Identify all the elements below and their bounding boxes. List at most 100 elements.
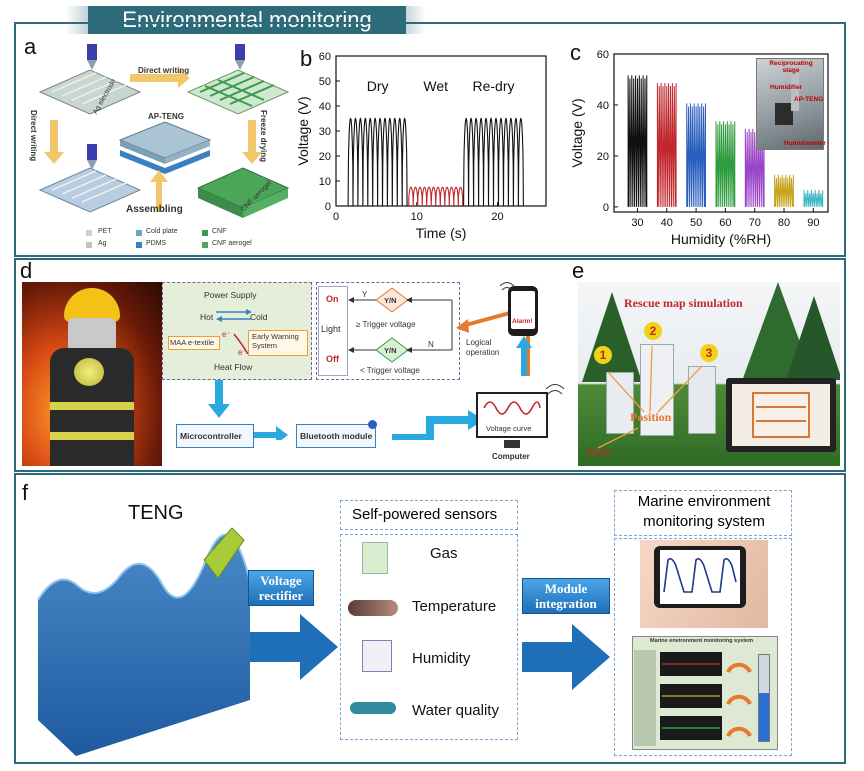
inset-teng-label: AP-TENG xyxy=(794,96,824,103)
alarm-label: Alarm! xyxy=(512,318,533,325)
building-3 xyxy=(688,366,716,434)
nozzle-3-icon xyxy=(87,144,97,170)
monitor-lines xyxy=(662,663,720,729)
sensors-title-box xyxy=(340,500,518,530)
bluetooth-box xyxy=(296,424,376,448)
nozzle-2-icon xyxy=(235,44,245,70)
phone-icon xyxy=(508,286,538,336)
decision-top xyxy=(375,287,409,313)
panel-b-label: b xyxy=(300,46,313,71)
position-lines xyxy=(597,345,703,449)
y-label: Y xyxy=(362,290,368,299)
chart-c-xtick-label: 30 xyxy=(631,217,643,229)
chart-c-xtick-label: 60 xyxy=(719,217,731,229)
chart-c-ytick-label: 0 xyxy=(603,202,609,214)
panel-d-label: d xyxy=(20,258,33,283)
helmet-icon xyxy=(64,288,120,322)
chart-c-xtick-label: 50 xyxy=(690,217,702,229)
arrow-assembling xyxy=(150,170,168,212)
chart-b-ytick-label: 20 xyxy=(319,151,331,163)
computer-monitor xyxy=(476,392,548,438)
power-supply-arrows xyxy=(216,309,252,355)
up-arrow xyxy=(516,336,532,376)
ge-trigger: ≥ Trigger voltage xyxy=(356,320,416,329)
chart-c-xtick-label: 90 xyxy=(807,217,819,229)
frame-middle xyxy=(14,258,846,472)
legend-aerogel-swatch xyxy=(202,242,208,248)
legend-pet: PET xyxy=(98,228,112,235)
ocean-wave-illustration xyxy=(37,527,251,756)
monitor-sidebar xyxy=(634,650,656,746)
chart-b-series-dry xyxy=(347,117,408,207)
voltage-curve-icon xyxy=(483,401,541,415)
chart-c-series-40 xyxy=(656,83,677,207)
chart-b-ytick-label: 40 xyxy=(319,101,331,113)
rescue-map-photo xyxy=(578,282,840,466)
monitor-level-fill xyxy=(759,692,769,741)
chart-c-ytick-label: 60 xyxy=(597,49,609,61)
chart-b-annotation: Re-dry xyxy=(472,78,514,94)
yn-bottom: Y/N xyxy=(384,346,397,355)
phone-signal-icon xyxy=(500,282,514,291)
arrow-freeze-drying xyxy=(242,120,262,164)
chart-b-ytick-label: 50 xyxy=(319,76,331,88)
gas-sensor-icon xyxy=(362,542,388,574)
chart-b-ytick-label: 60 xyxy=(319,51,331,63)
logical-operation-label: Logical operation xyxy=(466,338,500,357)
building-2 xyxy=(640,344,674,436)
marine-title-box xyxy=(614,490,792,536)
chart-c-series-30 xyxy=(627,75,648,207)
arrow-direct-writing-left xyxy=(44,120,64,164)
early-warning-label: Early Warning System xyxy=(252,332,299,350)
chart-b-ytick-label: 10 xyxy=(319,176,331,188)
step-direct-writing-top: Direct writing xyxy=(138,66,190,75)
yn-top: Y/N xyxy=(384,296,397,305)
ag-electrode-sheet xyxy=(38,69,142,115)
marine-box xyxy=(614,538,792,756)
ap-teng-stack xyxy=(118,121,212,174)
building-1-badge: 1 xyxy=(594,346,612,364)
heat-flow-label: Heat Flow xyxy=(214,362,253,372)
chart-c-series-70 xyxy=(744,128,765,207)
teng-label-e: TENG xyxy=(586,448,612,458)
step-assembling: Assembling xyxy=(126,204,183,215)
inset-humidifier-label: Humidifier xyxy=(770,84,803,91)
monitor-level-bar xyxy=(758,654,770,742)
chart-c-series-90 xyxy=(803,190,824,207)
microcontroller-label: Microcontroller xyxy=(180,431,242,441)
chart-b-xlabel: Time (s) xyxy=(416,225,467,241)
logic-box xyxy=(316,282,460,380)
computer-label: Computer xyxy=(492,452,530,461)
chart-b-xtick-label: 10 xyxy=(411,211,423,223)
legend-pet-swatch xyxy=(86,230,92,236)
electron-2: e⁻ xyxy=(238,348,247,357)
reflective-stripe-2 xyxy=(50,432,134,440)
hot-label: Hot xyxy=(200,312,214,322)
inset-stage xyxy=(791,67,799,111)
panel-e-label: e xyxy=(572,258,585,283)
power-supply-title: Power Supply xyxy=(204,290,257,300)
part-ap-teng: AP-TENG xyxy=(148,112,184,121)
firefighter-image xyxy=(22,282,162,466)
computer-signal-icon xyxy=(546,384,564,395)
decision-bottom xyxy=(375,337,409,363)
legend-cnf: CNF xyxy=(212,228,227,235)
building-2-badge: 2 xyxy=(644,322,662,340)
monitoring-screen-title: Marine environment monitoring system xyxy=(650,638,753,644)
voltage-rectifier-button: Voltage rectifier xyxy=(248,570,314,606)
module-integration-button: Module integration xyxy=(522,578,610,614)
voltage-curve-label: Voltage curve xyxy=(486,424,532,433)
laptop-display xyxy=(732,384,830,446)
maa-box xyxy=(168,336,220,350)
sensors-title: Self-powered sensors xyxy=(352,506,498,523)
panel-c-label: c xyxy=(570,40,581,65)
tree-1 xyxy=(582,292,642,382)
step-direct-writing-left: Direct writing xyxy=(29,110,38,162)
chart-c-series-80 xyxy=(774,174,794,207)
panel-a-label: a xyxy=(24,34,37,59)
chart-b-xtick-label: 20 xyxy=(491,211,503,223)
legend-cold-plate: Cold plate xyxy=(146,228,178,235)
electron-1: e⁻ xyxy=(222,330,231,339)
logic-diagram xyxy=(348,287,453,363)
